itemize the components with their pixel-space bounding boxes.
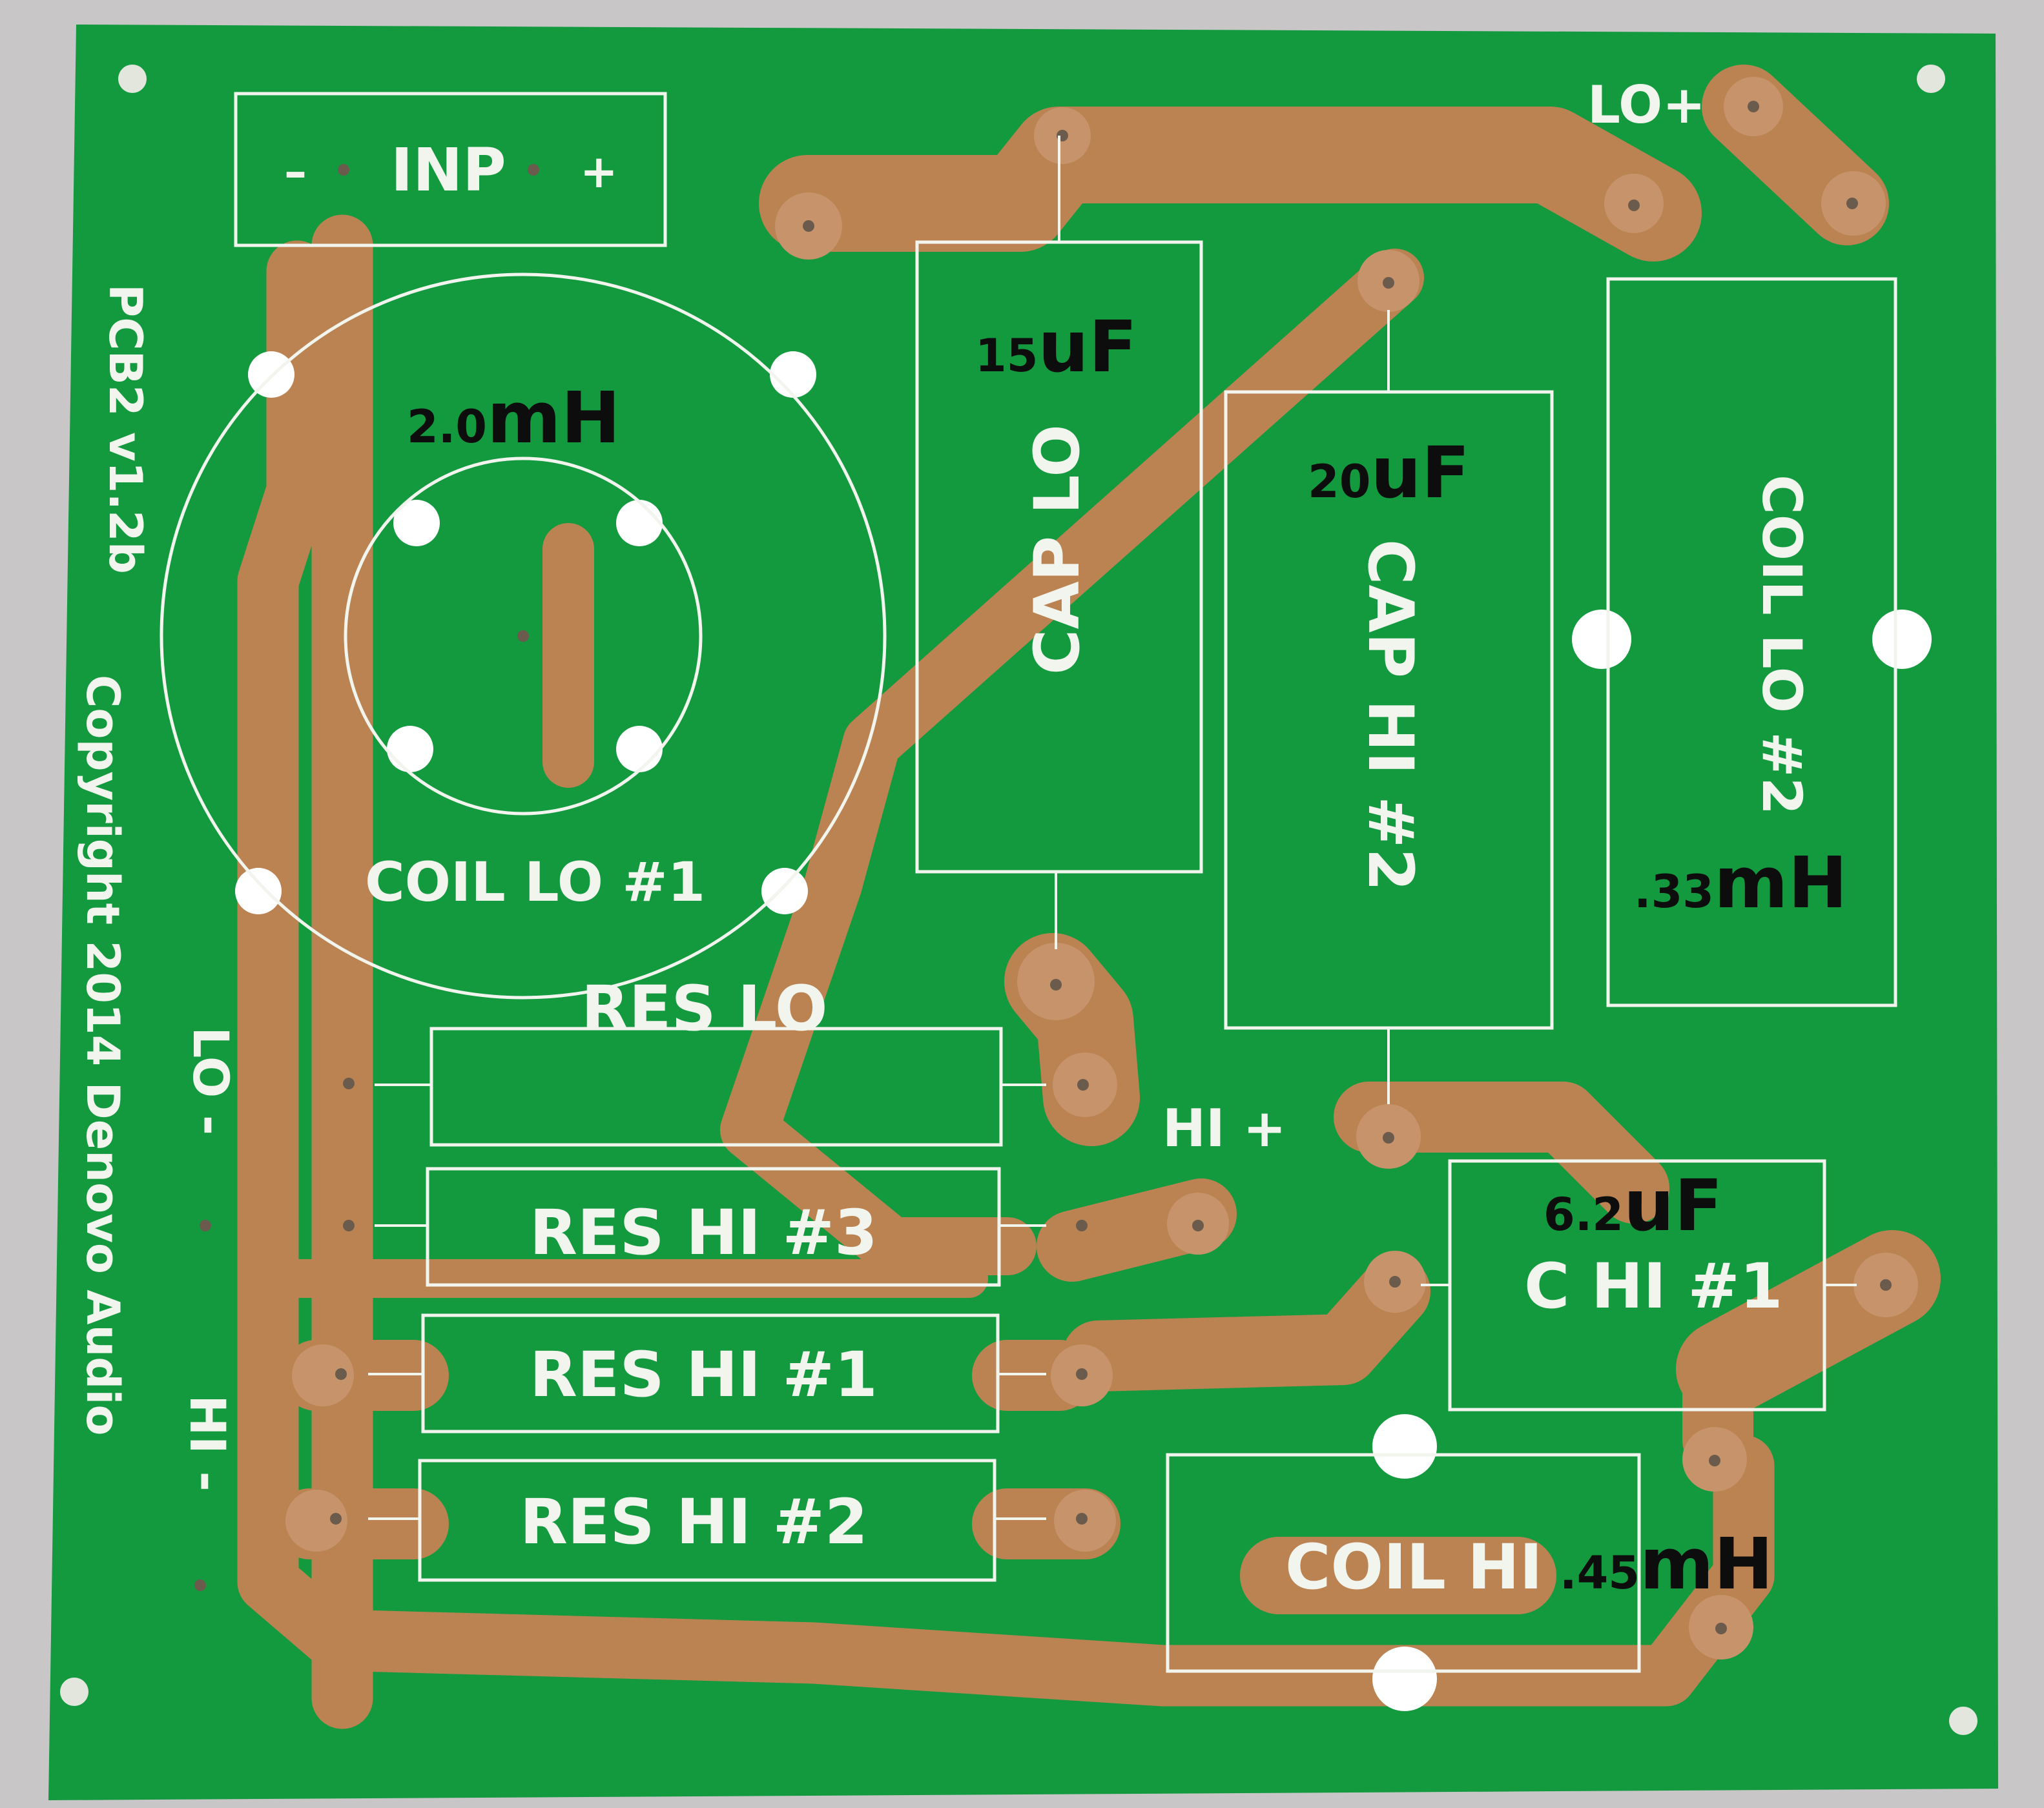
lo-plus-label: LO+: [1587, 75, 1706, 135]
coil-lo-1-value: 2.0mH: [407, 376, 621, 459]
value-annotations: 2.0mH 15uF 20uF .33mH 6.2uF .45mH: [407, 305, 1848, 1605]
c-hi-1-value: 6.2uF: [1543, 1164, 1722, 1247]
inp-plus-label: +: [580, 145, 618, 198]
coil-lo-2-value: .33mH: [1634, 841, 1848, 924]
coil-hi-label: COIL HI: [1285, 1531, 1542, 1603]
copyright-label: Copyright 2014 Denovo Audio: [76, 675, 129, 1435]
pcb-substrate: [48, 25, 1998, 1800]
res-hi-3-label: RES HI #3: [530, 1197, 878, 1269]
res-hi-1-label: RES HI #1: [530, 1339, 878, 1411]
hi-minus-label: HI -: [179, 1395, 236, 1492]
silkscreen-outlines: [160, 92, 1897, 1673]
cap-lo-value: 15uF: [975, 305, 1137, 388]
coil-lo-2-label: COIL LO #2: [1750, 475, 1813, 815]
cap-lo-label: CAP LO: [1021, 424, 1093, 675]
coil-lo-1-label: COIL LO #1: [365, 850, 705, 914]
cap-hi-2-value: 20uF: [1308, 431, 1470, 514]
via-holes: [194, 101, 1892, 1634]
res-hi-2-label: RES HI #2: [520, 1486, 868, 1558]
coil-hi-value: .45mH: [1560, 1523, 1773, 1605]
cap-hi-2-label: CAP HI #2: [1354, 539, 1427, 891]
silkscreen-labels: – INP + LO+ HI + COIL LO #1 RES LO RES H…: [76, 75, 1813, 1603]
c-hi-1-label: C HI #1: [1524, 1250, 1783, 1322]
inp-minus-label: –: [284, 145, 307, 198]
corner-mounts: [60, 65, 1977, 1735]
version-label: PCB2 v1.2b: [99, 284, 152, 574]
inp-label: INP: [391, 136, 506, 205]
lo-minus-label: LO -: [182, 1027, 240, 1135]
res-lo-label: RES LO: [581, 972, 827, 1045]
hi-plus-label: HI +: [1162, 1098, 1286, 1158]
